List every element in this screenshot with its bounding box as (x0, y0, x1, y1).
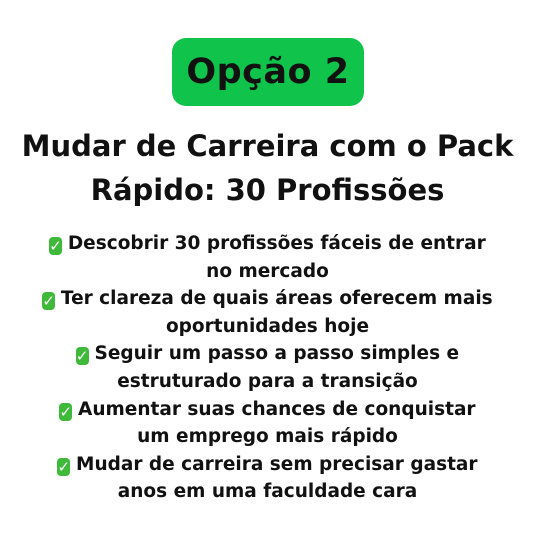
benefit-text-line-2: um emprego mais rápido (137, 426, 398, 448)
benefit-text-line-1: Aumentar suas chances de conquistar (78, 398, 476, 420)
benefit-text-line-1: Mudar de carreira sem precisar gastar (76, 453, 478, 475)
check-mark-icon: ✓ (49, 237, 62, 255)
option-badge: Opção 2 (172, 38, 364, 106)
headline-line-2: Rápido: 30 Profissões (90, 173, 445, 207)
page-headline: Mudar de Carreira com o Pack Rápido: 30 … (0, 124, 535, 212)
benefit-item: ✓ Descobrir 30 profissões fáceis de entra… (0, 230, 535, 285)
check-mark-icon: ✓ (75, 347, 89, 366)
check-mark-icon: ✓ (42, 292, 55, 311)
headline-line-1: Mudar de Carreira com o Pack (21, 129, 514, 163)
benefit-text-line-2: oportunidades hoje (165, 315, 370, 337)
benefit-text-line-1: Descobrir 30 profissões fáceis de entrar (67, 233, 486, 254)
check-mark-icon: ✓ (57, 457, 71, 476)
benefit-text-line-2: estruturado para a transição (117, 370, 418, 392)
benefit-item: ✓ Mudar de carreira sem precisar gastar a… (0, 451, 535, 506)
benefit-item: ✓ Ter clareza de quais áreas oferecem mai… (0, 285, 535, 340)
benefit-text-line-2: no mercado (206, 260, 329, 282)
benefit-item: ✓ Seguir um passo a passo simples e estru… (0, 340, 535, 395)
benefit-text-line-1: Ter clareza de quais áreas oferecem mais (60, 288, 493, 310)
check-mark-icon: ✓ (59, 402, 73, 421)
benefit-text-line-2: anos em uma faculdade cara (117, 481, 418, 503)
benefit-text-line-1: Seguir um passo a passo simples e (94, 343, 460, 365)
option-badge-label: Opção 2 (186, 52, 350, 92)
benefit-item: ✓ Aumentar suas chances de conquistar um … (0, 396, 535, 451)
benefits-list: ✓ Descobrir 30 profissões fáceis de entra… (0, 230, 535, 506)
